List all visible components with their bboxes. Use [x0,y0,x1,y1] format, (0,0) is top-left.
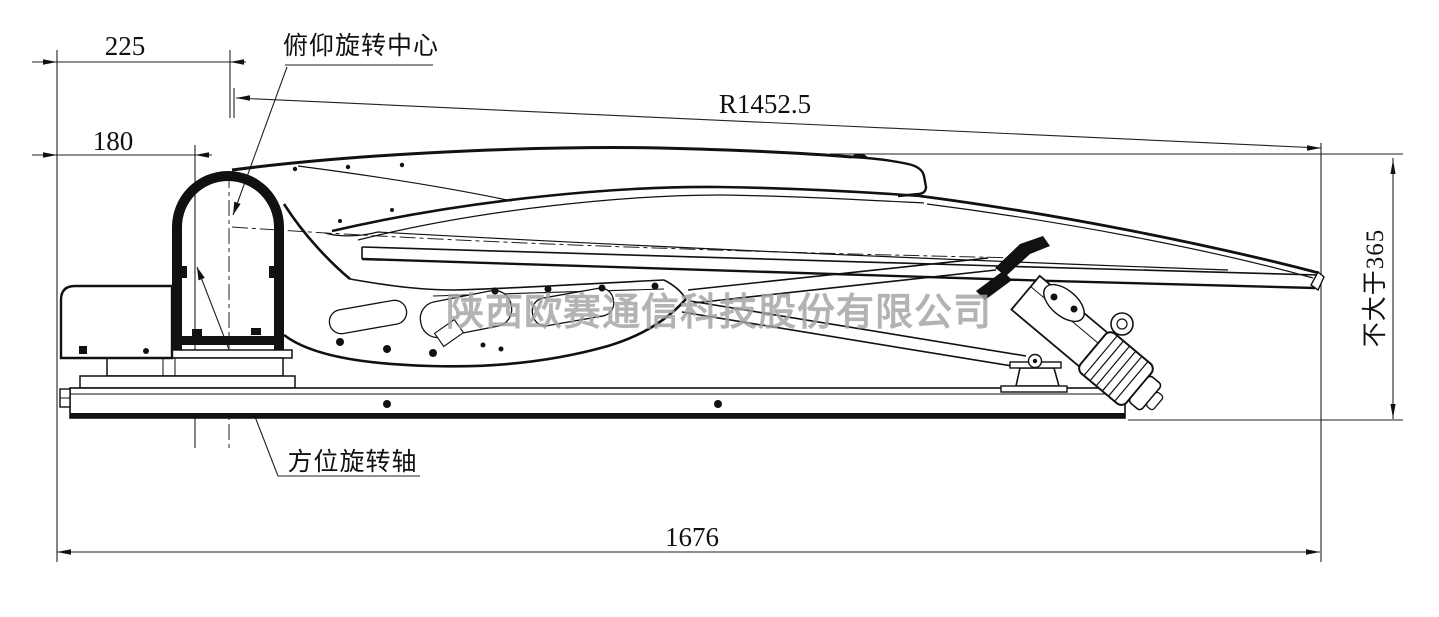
arm-slot [328,299,408,335]
dimension-arrows [43,59,1396,555]
arm-bolts [336,282,659,357]
elevation-actuator [681,236,1164,411]
pivot-pedestal [1015,367,1061,387]
equipment-box [59,284,174,360]
dim-365-label: 不大于365 [1362,228,1389,348]
dimension-lines [32,50,1403,562]
motor-ribs [1083,335,1149,402]
motor-flange [1110,312,1134,336]
pitch-leader-line [232,66,288,216]
panel-clamp [995,236,1050,276]
pitch-center-label: 俯仰旋转中心 [283,33,440,60]
azimuth-leader-arrow [197,267,205,281]
watermark-text: 陕西欧赛通信科技股份有限公司 [446,292,993,334]
wing-seam [297,165,513,202]
lower-strut [681,300,1027,368]
azimuth-axis-label: 方位旋转轴 [287,449,418,476]
panel-top-edge [361,246,1319,276]
arm-slot [531,287,615,327]
upper-strut [687,257,997,304]
antenna-arm [282,203,687,368]
dish-centerline [231,226,1021,259]
turntable-base-plate [79,375,296,389]
panel-bottom-edge [361,257,1316,290]
dim-180-label: 180 [92,126,134,156]
base-bolt [714,400,722,408]
top-tab [851,155,928,198]
back-cover-bottom [324,231,1229,271]
dim-radius-label: R1452.5 [718,89,812,119]
dim-225-label: 225 [104,31,146,61]
reflector-assembly [231,146,1325,292]
back-cover-top [331,185,921,233]
panel-clamp [976,271,1012,300]
dome-wall [172,171,284,350]
dim-line-radius [235,97,1322,149]
arm-slot [419,289,513,339]
dish-upper-diagonal [919,194,1320,275]
wing-top-edge [231,146,853,172]
pitch-leader-arrow [233,201,241,215]
dim-1676-label: 1676 [665,522,719,552]
azimuth-dome [79,171,296,389]
dome-flange [165,349,293,359]
turntable-plate [106,357,284,377]
dish-tip [1310,270,1325,292]
base-bolt [383,400,391,408]
base-plate [59,387,1126,419]
